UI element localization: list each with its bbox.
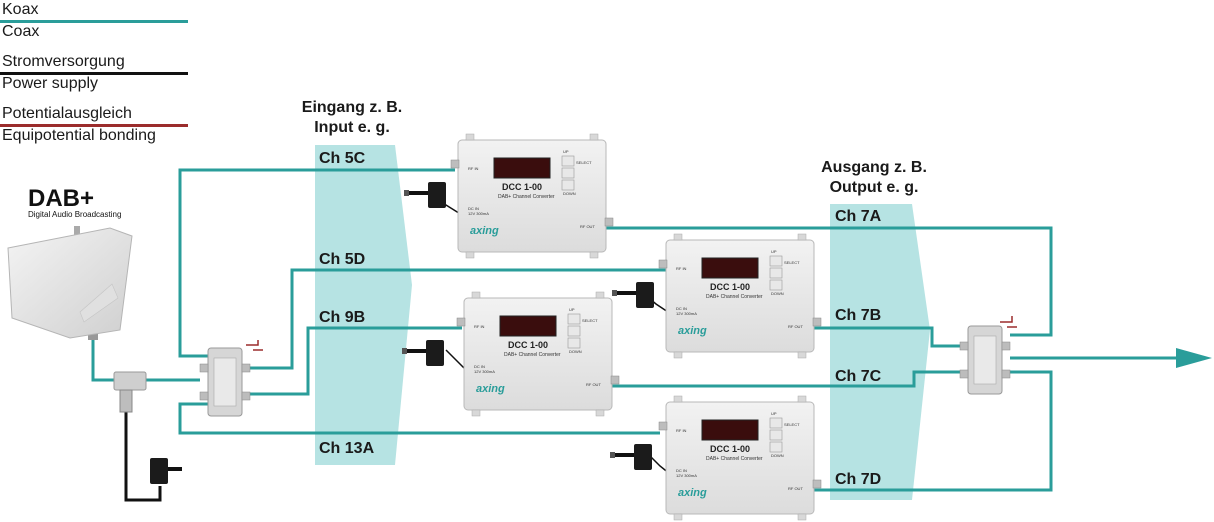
converter-1: RF IN RF OUT UP SELECT DOWN DCC 1-00 DAB…: [450, 133, 614, 259]
output-title-line1: Ausgang z. B.: [821, 159, 927, 176]
legend-coax-en: Coax: [2, 23, 40, 40]
input-channel-2: Ch 5D: [319, 251, 365, 268]
output-channel-1: Ch 7A: [835, 208, 882, 225]
dab-logo-text: DAB+: [28, 185, 94, 212]
antenna-power-plug: [150, 458, 182, 484]
dc-spec-label: 12V 300mA: [676, 311, 697, 316]
rf-out-label: RF OUT: [580, 224, 595, 229]
dc-in-label: DC IN: [676, 468, 687, 473]
converter-subtitle: DAB+ Channel Converter: [706, 294, 763, 300]
input-title-line1: Eingang z. B.: [302, 99, 402, 116]
output-combiner: [959, 325, 1011, 395]
rf-in-label: RF IN: [474, 324, 485, 329]
converter-2: RF IN RF OUT UP SELECT DOWN DCC 1-00 DAB…: [658, 233, 822, 359]
brand-logo: axing: [470, 225, 499, 237]
converter-name: DCC 1-00: [710, 282, 750, 292]
input-channel-3: Ch 9B: [319, 309, 365, 326]
plug-4: [610, 444, 652, 470]
down-label: DOWN: [771, 291, 784, 296]
input-band: [315, 145, 412, 465]
legend-bonding-de: Potentialausgleich: [2, 105, 132, 122]
legend-bonding-line: [0, 124, 188, 127]
legend-coax: Koax Coax: [0, 0, 190, 52]
output-channel-3: Ch 7C: [835, 368, 882, 385]
dab-logo: DAB+ Digital Audio Broadcasting: [28, 185, 121, 219]
dc-spec-label: 12V 300mA: [468, 211, 489, 216]
legend-bonding: Potentialausgleich Equipotential bonding: [0, 104, 190, 156]
converter-name: DCC 1-00: [710, 444, 750, 454]
legend-power-line: [0, 72, 188, 75]
input-splitter: [199, 347, 251, 417]
dc-spec-label: 12V 300mA: [676, 473, 697, 478]
rf-out-label: RF OUT: [788, 486, 803, 491]
bonding-lines: [246, 316, 1013, 346]
select-label: SELECT: [784, 260, 800, 265]
coax-lines: [91, 168, 1180, 492]
rf-out-label: RF OUT: [788, 324, 803, 329]
legend-coax-de: Koax: [2, 1, 39, 18]
plug-3: [402, 340, 444, 366]
converter-3: RF IN RF OUT UP SELECT DOWN DCC 1-00 DAB…: [456, 291, 620, 417]
power-lines: [124, 412, 162, 502]
legend: Koax Coax Stromversorgung Power supply P…: [0, 0, 190, 156]
dab-logo-subtitle: Digital Audio Broadcasting: [28, 210, 121, 219]
output-channel-4: Ch 7D: [835, 471, 881, 488]
up-label: UP: [563, 149, 569, 154]
output-title-line2: Output e. g.: [830, 179, 919, 196]
converter-name: DCC 1-00: [508, 340, 548, 350]
up-label: UP: [771, 411, 777, 416]
dc-in-label: DC IN: [468, 206, 479, 211]
brand-logo: axing: [678, 487, 707, 499]
rf-in-label: RF IN: [468, 166, 479, 171]
rf-out-label: RF OUT: [586, 382, 601, 387]
converter-subtitle: DAB+ Channel Converter: [706, 456, 763, 462]
select-label: SELECT: [784, 422, 800, 427]
legend-coax-line: [0, 20, 188, 23]
input-title-line2: Input e. g.: [314, 119, 390, 136]
dc-spec-label: 12V 300mA: [474, 369, 495, 374]
legend-power-en: Power supply: [2, 75, 99, 92]
input-channel-1: Ch 5C: [319, 150, 366, 167]
brand-logo: axing: [476, 383, 505, 395]
brand-logo: axing: [678, 325, 707, 337]
rf-in-label: RF IN: [676, 428, 687, 433]
select-label: SELECT: [582, 318, 598, 323]
down-label: DOWN: [771, 453, 784, 458]
down-label: DOWN: [563, 191, 576, 196]
converter-4: RF IN RF OUT UP SELECT DOWN DCC 1-00 DAB…: [658, 395, 822, 521]
rf-in-label: RF IN: [676, 266, 687, 271]
antenna: [7, 226, 133, 340]
ground-symbols: [253, 326, 1017, 351]
input-channel-4: Ch 13A: [319, 440, 375, 457]
legend-power-de: Stromversorgung: [2, 53, 125, 70]
converter-subtitle: DAB+ Channel Converter: [504, 352, 561, 358]
down-label: DOWN: [569, 349, 582, 354]
converter-subtitle: DAB+ Channel Converter: [498, 194, 555, 200]
output-arrow: [1176, 348, 1212, 368]
up-label: UP: [569, 307, 575, 312]
select-label: SELECT: [576, 160, 592, 165]
output-band: [830, 204, 930, 500]
up-label: UP: [771, 249, 777, 254]
plug-1: [404, 182, 446, 208]
dc-in-label: DC IN: [676, 306, 687, 311]
power-inserter: [113, 371, 147, 413]
plug-2: [612, 282, 654, 308]
output-channel-2: Ch 7B: [835, 307, 881, 324]
legend-bonding-en: Equipotential bonding: [2, 127, 156, 144]
converter-name: DCC 1-00: [502, 182, 542, 192]
legend-power: Stromversorgung Power supply: [0, 52, 190, 104]
dc-in-label: DC IN: [474, 364, 485, 369]
